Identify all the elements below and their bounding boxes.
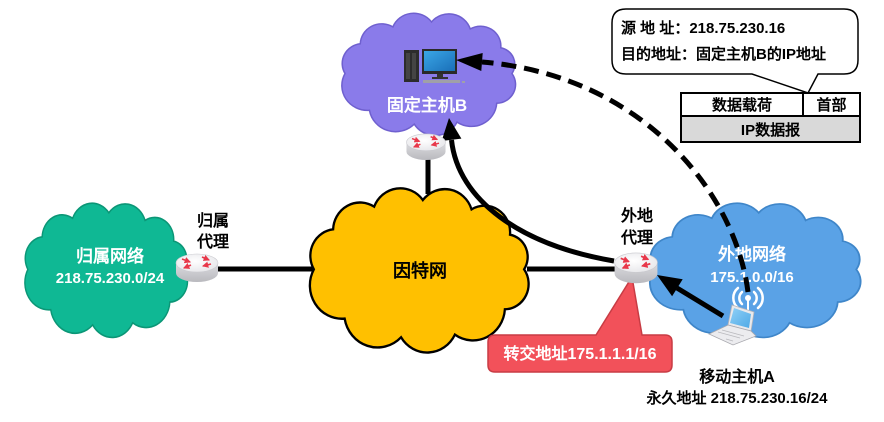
router-icon bbox=[175, 253, 219, 282]
foreign-agent-label: 外地 代理 bbox=[620, 206, 653, 247]
datagram-header-label: 首部 bbox=[816, 96, 846, 114]
register-arrowhead bbox=[657, 275, 683, 297]
mobile-host-permanent-address: 永久地址 218.75.230.16/24 bbox=[646, 389, 829, 407]
datagram-name-label: IP数据报 bbox=[741, 121, 800, 139]
mobile-host-name: 移动主机A bbox=[699, 367, 775, 386]
destination-address-line: 目的地址：固定主机B的IP地址 bbox=[621, 45, 826, 63]
wifi-icon bbox=[732, 286, 764, 314]
fixed-host-cloud bbox=[341, 12, 517, 137]
register-arrow-line bbox=[675, 285, 725, 319]
foreign-agent-label-line2: 代理 bbox=[620, 228, 653, 247]
fixed-host-label: 固定主机B bbox=[387, 95, 467, 115]
fixed-host-router bbox=[406, 133, 446, 160]
home-agent-label-line2: 代理 bbox=[196, 232, 229, 251]
forward-arrowhead bbox=[441, 118, 462, 141]
ip-datagram-table: 数据载荷 首部 IP数据报 bbox=[680, 92, 861, 143]
header-info-bubble bbox=[611, 8, 859, 94]
router-icon bbox=[406, 133, 446, 160]
source-address-line: 源 地 址：218.75.230.16 bbox=[621, 19, 785, 37]
internet-label: 因特网 bbox=[393, 260, 447, 281]
home-agent-router bbox=[175, 253, 219, 282]
home-agent-label-line1: 归属 bbox=[197, 211, 229, 230]
forward-arrow-line bbox=[449, 139, 615, 264]
datagram-path-dashed-line bbox=[481, 59, 751, 293]
computer-icon bbox=[404, 49, 465, 83]
foreign-network-prefix: 175.1.0.0/16 bbox=[710, 269, 793, 286]
foreign-agent-router bbox=[614, 252, 658, 284]
router-icon bbox=[614, 252, 658, 284]
care-of-callout bbox=[487, 274, 673, 373]
datagram-payload-label: 数据载荷 bbox=[712, 96, 772, 114]
datagram-path-arrowhead bbox=[456, 53, 483, 71]
datagram-name-cell bbox=[680, 115, 861, 143]
foreign-agent-label-line1: 外地 bbox=[620, 206, 653, 225]
home-agent-label: 归属 代理 bbox=[196, 211, 229, 251]
care-of-address-label: 转交地址175.1.1.1/16 bbox=[504, 344, 657, 363]
home-network-label: 归属网络 bbox=[76, 246, 144, 266]
home-network-prefix: 218.75.230.0/24 bbox=[56, 270, 165, 287]
foreign-network-label: 外地网络 bbox=[718, 244, 786, 264]
fixed-host-cloud-shape bbox=[341, 12, 517, 137]
laptop-icon bbox=[708, 304, 757, 346]
